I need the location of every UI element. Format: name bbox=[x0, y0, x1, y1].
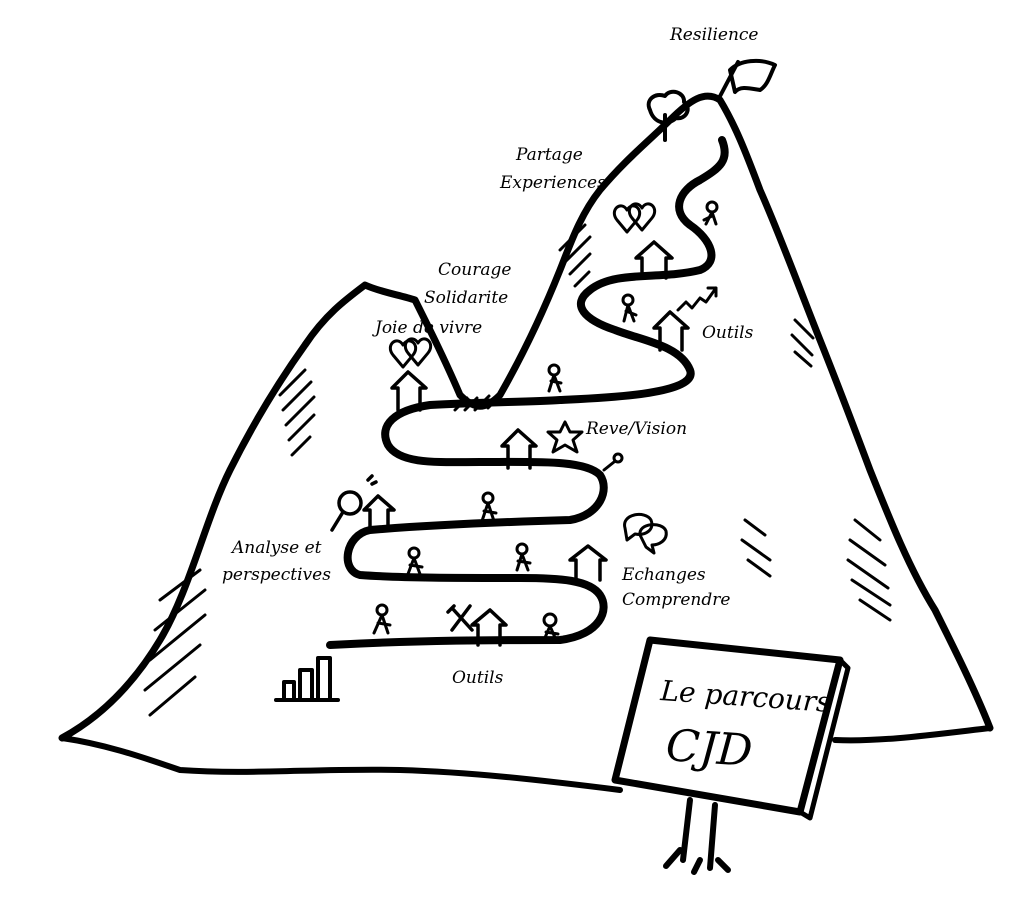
star-icon bbox=[546, 420, 584, 454]
up-arrow-icons bbox=[362, 240, 690, 647]
mountain-outline bbox=[58, 92, 994, 742]
hearts-icon bbox=[388, 202, 657, 369]
tools-icon bbox=[446, 604, 474, 632]
mountain-base bbox=[59, 735, 623, 793]
magnifier-icon bbox=[330, 474, 378, 532]
sign-subtitle: CJD bbox=[664, 720, 754, 777]
mountain-base-right bbox=[832, 725, 993, 744]
label-dream: Reve/Vision bbox=[585, 419, 687, 439]
winding-trail bbox=[326, 136, 729, 649]
label-exchanges-1: Echanges bbox=[621, 565, 706, 585]
label-analysis-1: Analyse et bbox=[230, 538, 322, 558]
sign-post bbox=[663, 797, 731, 875]
label-courage-3: Joie de vivre bbox=[372, 318, 482, 338]
growth-arrow-icon bbox=[676, 286, 718, 312]
label-share-2: Experiences bbox=[499, 173, 606, 193]
signboard: Le parcours CJD bbox=[611, 636, 851, 875]
sign-title: Le parcours bbox=[659, 674, 832, 719]
summit-flag bbox=[716, 58, 777, 102]
tree-icon bbox=[646, 89, 690, 142]
label-exchanges-2: Comprendre bbox=[622, 590, 730, 610]
label-courage-1: Courage bbox=[438, 260, 511, 280]
hiker-figures bbox=[372, 200, 719, 642]
label-courage-2: Solidarite bbox=[424, 288, 508, 308]
label-summit: Resilience bbox=[669, 25, 759, 45]
label-tools-upper: Outils bbox=[702, 323, 754, 343]
sign-board-edge bbox=[797, 657, 851, 821]
label-tools-lower: Outils bbox=[452, 668, 504, 688]
bar-chart-icon bbox=[274, 656, 340, 702]
label-share-1: Partage bbox=[515, 145, 583, 165]
speech-bubbles-icon bbox=[623, 512, 668, 555]
label-analysis-2: perspectives bbox=[222, 565, 331, 585]
